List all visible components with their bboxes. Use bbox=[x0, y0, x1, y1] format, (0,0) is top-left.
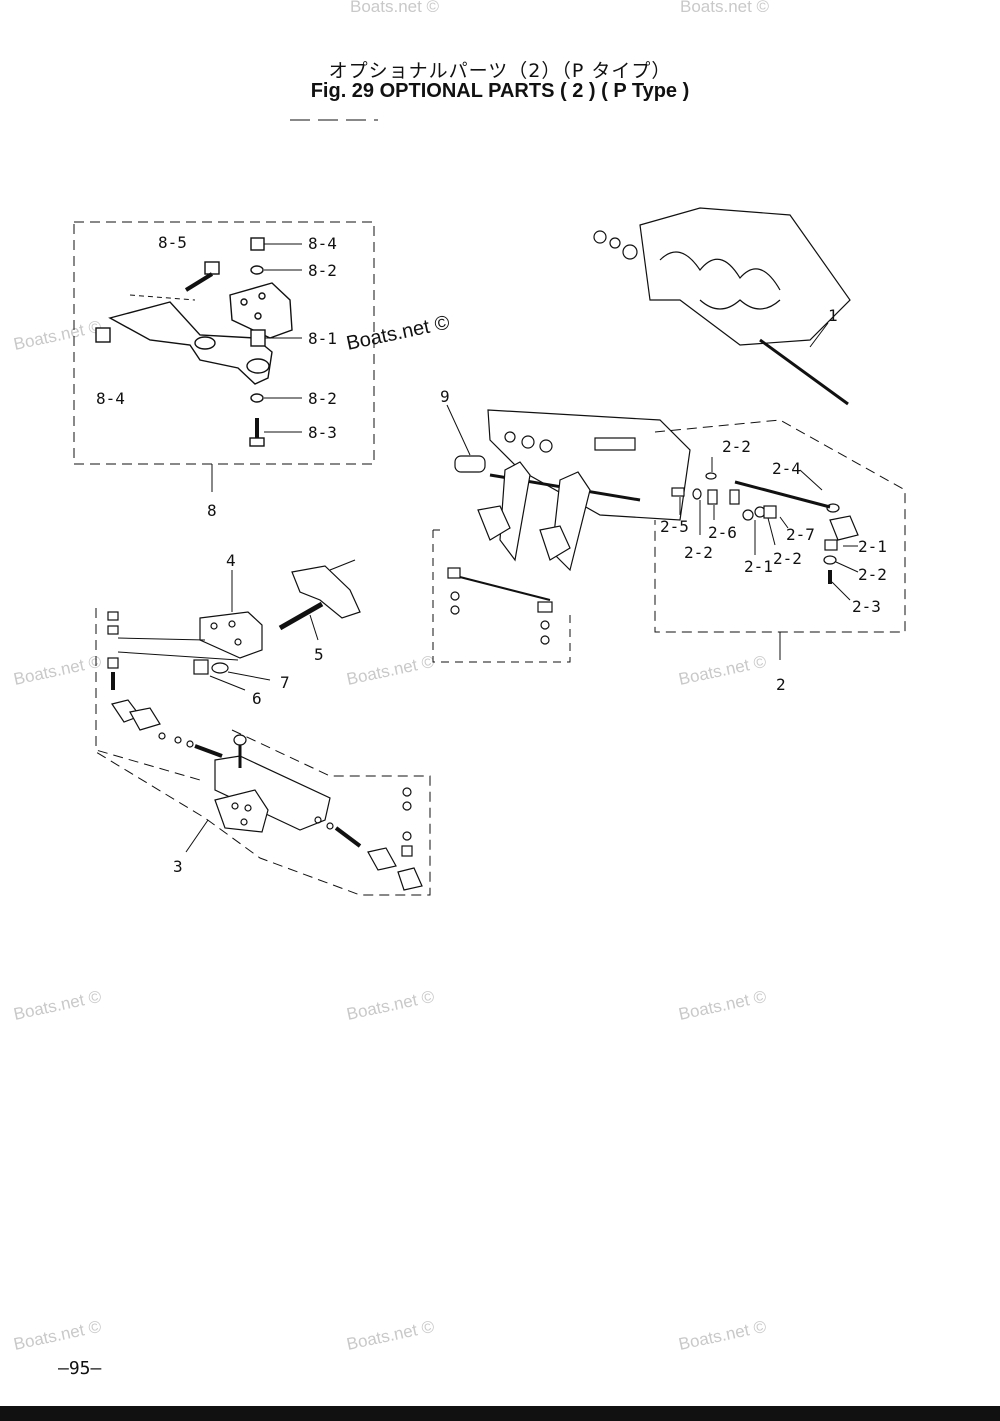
callout-label: 5 bbox=[314, 645, 324, 664]
mount-parts-4-7 bbox=[117, 559, 361, 691]
callout-label: 2 bbox=[776, 675, 786, 694]
bracket-4-part bbox=[199, 611, 263, 659]
callout-label: 2-2 bbox=[684, 543, 713, 562]
sleeve-9-part bbox=[446, 404, 486, 473]
bracket-part bbox=[229, 282, 293, 339]
callout-label: 8-1 bbox=[308, 329, 337, 348]
engine-bracket-part-1 bbox=[593, 207, 851, 406]
callout-label: 8-4 bbox=[308, 234, 337, 253]
watermark: Boats.net © bbox=[12, 317, 104, 354]
callout-label: 7 bbox=[280, 673, 290, 692]
collar-2-1-part bbox=[742, 509, 754, 521]
callout-label: 6 bbox=[252, 689, 262, 708]
callout-label: 8-4 bbox=[96, 389, 125, 408]
watermark: Boats.net © bbox=[12, 987, 104, 1024]
callout-label: 8-3 bbox=[308, 423, 337, 442]
callout-label: 8-2 bbox=[308, 389, 337, 408]
nut-8-4-part bbox=[250, 237, 302, 251]
callout-label: 2-1 bbox=[858, 537, 887, 556]
callout-label: 2-3 bbox=[852, 597, 881, 616]
watermark: Boats.net © bbox=[12, 1317, 104, 1354]
group-2-assembly bbox=[654, 419, 906, 660]
bolt-8-3-part bbox=[249, 418, 302, 447]
watermark: Boats.net © bbox=[677, 652, 769, 689]
callout-label: 8-5 bbox=[158, 233, 187, 252]
figure-title-japanese: オプショナルパーツ（2）（P タイプ） bbox=[328, 60, 672, 82]
callout-label: 2-6 bbox=[708, 523, 737, 542]
callout-label: 1 bbox=[828, 306, 838, 325]
watermarks: Boats.net © Boats.net © Boats.net © Boat… bbox=[12, 0, 770, 1354]
bolt-2-5-part bbox=[671, 487, 685, 497]
watermark: Boats.net © bbox=[345, 987, 437, 1024]
callout-label: 2-2 bbox=[858, 565, 887, 584]
callout-label: 8 bbox=[207, 501, 217, 520]
watermark: Boats.net © bbox=[677, 987, 769, 1024]
washer-2-2-part bbox=[705, 472, 717, 480]
watermark: Boats.net © bbox=[344, 312, 451, 355]
arm-part bbox=[108, 301, 273, 385]
washer-7-part bbox=[211, 662, 229, 674]
clevis-part bbox=[829, 515, 859, 541]
collar-8-1-part bbox=[250, 329, 302, 347]
figure-title-english: Fig. 29 OPTIONAL PARTS ( 2 ) ( P Type ) bbox=[310, 80, 690, 102]
watermark: Boats.net © bbox=[350, 0, 440, 16]
callout-label: 2-7 bbox=[786, 525, 815, 544]
callout-label: 2-2 bbox=[773, 549, 802, 568]
watermark: Boats.net © bbox=[345, 1317, 437, 1354]
bottom-border-bar bbox=[0, 1406, 1000, 1421]
bolt-8-5-part bbox=[184, 261, 220, 292]
mount-callouts: 4 5 7 6 bbox=[226, 551, 324, 708]
callout-label: 3 bbox=[173, 857, 183, 876]
group-2-callouts: 2-2 2-4 2-5 2-6 2-7 2-2 2-2 2-1 2-1 2-2 … bbox=[660, 437, 887, 694]
engine-lower-assembly bbox=[432, 404, 691, 663]
watermark: Boats.net © bbox=[12, 652, 104, 689]
callout-label: 2-2 bbox=[722, 437, 751, 456]
callout-label: 9 bbox=[440, 387, 450, 406]
watermark: Boats.net © bbox=[680, 0, 770, 16]
group-8-callouts: 8-4 8-2 8-1 8-2 8-3 8-5 8-4 8 bbox=[96, 233, 337, 520]
group-3-assembly bbox=[95, 608, 431, 896]
watermark: Boats.net © bbox=[345, 652, 437, 689]
callout-label: 8-2 bbox=[308, 261, 337, 280]
callout-label: 2-5 bbox=[660, 517, 689, 536]
page-number: —95— bbox=[58, 1358, 102, 1379]
stud-5-part bbox=[278, 601, 324, 631]
washer-8-2-part bbox=[250, 393, 264, 403]
pin-2-6-part bbox=[707, 489, 718, 505]
callout-label: 2-4 bbox=[772, 459, 801, 478]
callout-label: 4 bbox=[226, 551, 236, 570]
nut-8-4-part bbox=[95, 327, 111, 343]
washer-8-2-part bbox=[250, 265, 264, 275]
callout-label: 2-1 bbox=[744, 557, 773, 576]
watermark: Boats.net © bbox=[677, 1317, 769, 1354]
nut-6-part bbox=[193, 659, 209, 675]
washer-2-2-part bbox=[692, 488, 702, 500]
group-8-assembly bbox=[73, 221, 375, 492]
nut-2-7-part bbox=[763, 505, 777, 519]
